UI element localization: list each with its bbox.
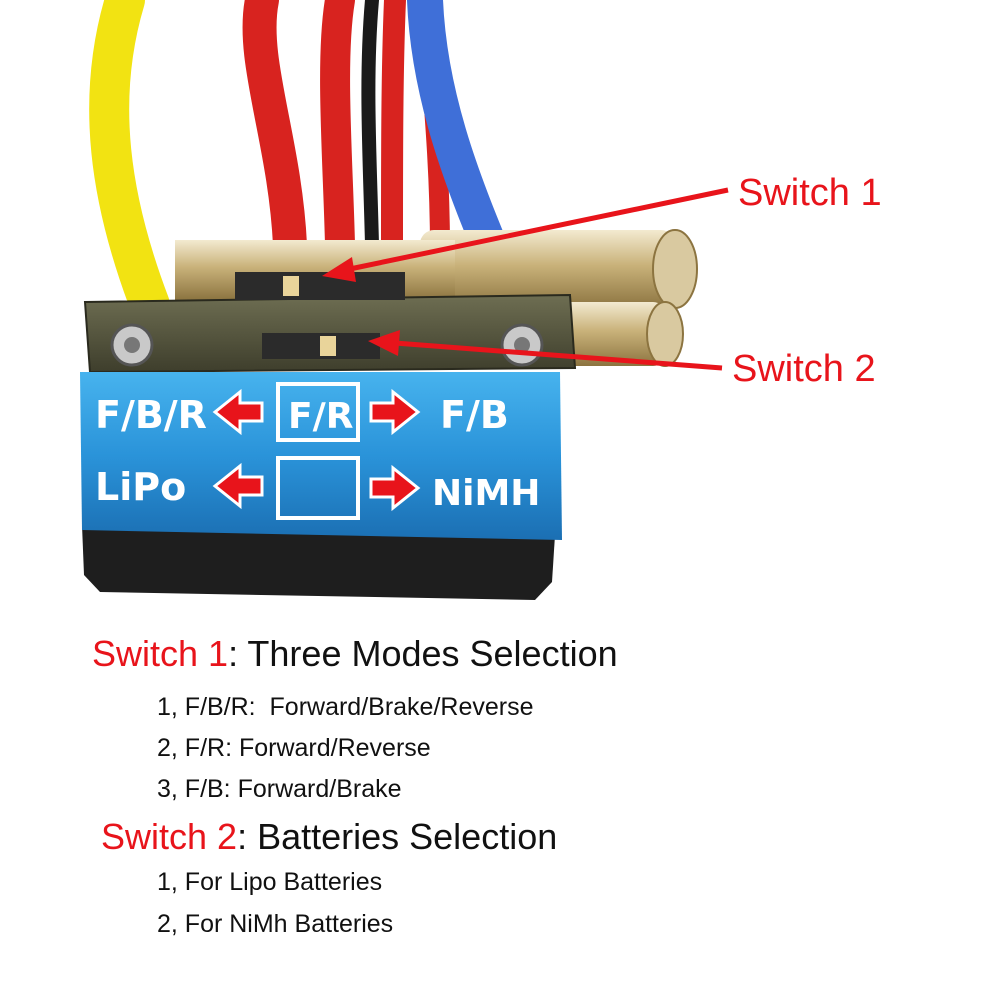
section-1-heading: Switch 1: Three Modes Selection bbox=[92, 633, 618, 675]
label-fr: F/R bbox=[288, 396, 353, 437]
esc-base bbox=[82, 525, 555, 600]
arrow-left-icon bbox=[212, 388, 264, 436]
section-2-heading-switch: Switch 2 bbox=[101, 816, 238, 857]
label-fbr: F/B/R bbox=[95, 393, 207, 437]
section-2-item: 2, For NiMh Batteries bbox=[157, 910, 394, 938]
section-1-item: 3, F/B: Forward/Brake bbox=[157, 775, 402, 803]
callout-switch-1: Switch 1 bbox=[738, 172, 882, 214]
section-1-item: 1, F/B/R: Forward/Brake/Reverse bbox=[157, 693, 534, 721]
battery-box bbox=[276, 456, 360, 520]
label-nimh: NiMH bbox=[432, 473, 540, 514]
arrow-right-icon bbox=[369, 464, 421, 512]
label-lipo: LiPo bbox=[95, 465, 186, 509]
selected-mode-box bbox=[276, 382, 360, 442]
arrow-right-icon bbox=[369, 388, 421, 436]
section-2-item: 1, For Lipo Batteries bbox=[157, 868, 383, 896]
esc-product-photo: F/B/R F/R F/B LiPo NiMH bbox=[80, 0, 729, 600]
section-2-heading: Switch 2: Batteries Selection bbox=[101, 816, 557, 858]
callout-arrows bbox=[322, 187, 729, 371]
callout-switch-2: Switch 2 bbox=[732, 348, 876, 390]
section-1-item: 2, F/R: Forward/Reverse bbox=[157, 734, 431, 762]
label-fb: F/B bbox=[440, 393, 509, 437]
section-1-heading-switch: Switch 1 bbox=[92, 633, 229, 674]
switch-1 bbox=[235, 272, 405, 300]
section-2-heading-text: : Batteries Selection bbox=[237, 816, 558, 857]
section-1-heading-text: : Three Modes Selection bbox=[228, 633, 618, 674]
arrow-left-icon bbox=[212, 462, 264, 510]
